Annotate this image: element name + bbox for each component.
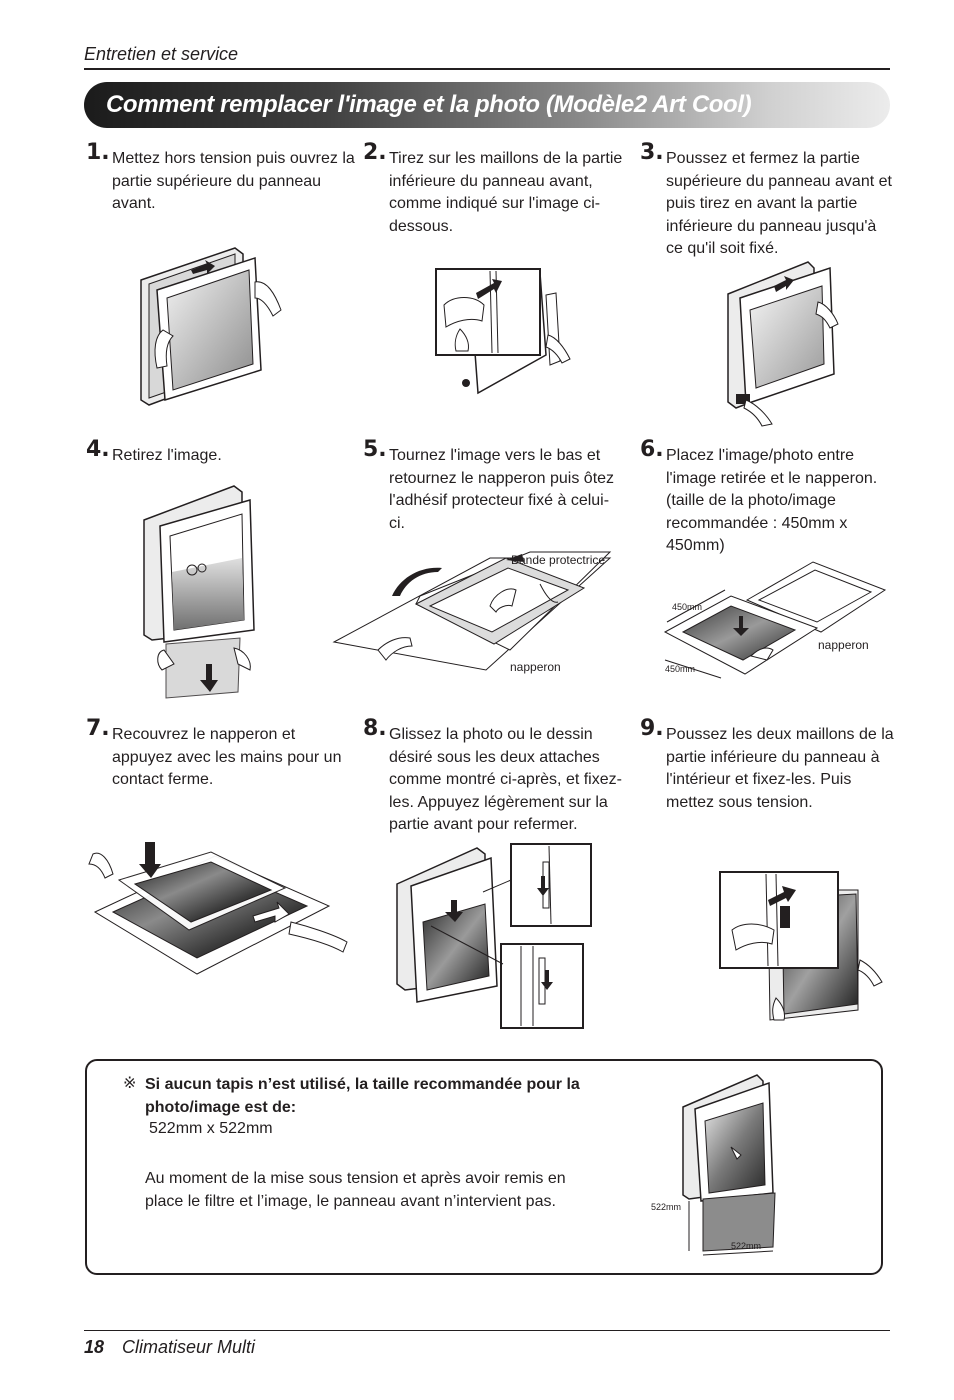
step-6: 6. Placez l'image/photo entre l'image re…	[640, 438, 886, 558]
step-text: Placez l'image/photo entre l'image retir…	[666, 447, 878, 554]
label-napperon-5: napperon	[510, 660, 561, 674]
step-number: 3.	[640, 140, 664, 165]
step-3: 3. Poussez et fermez la partie supérieur…	[640, 141, 892, 261]
step-2: 2. Tirez sur les maillons de la partie i…	[363, 141, 625, 238]
step-4-illustration	[143, 485, 255, 699]
step-2-illustration	[435, 268, 571, 395]
note-mark: ※	[123, 1075, 137, 1092]
step-number: 7.	[86, 716, 110, 741]
step-5: 5. Tournez l'image vers le bas et retour…	[363, 438, 625, 535]
title-bar: Comment remplacer l'image et la photo (M…	[84, 82, 890, 128]
section-title: Entretien et service	[84, 44, 239, 64]
footer-rule	[84, 1330, 890, 1331]
step-6-illustration	[663, 561, 887, 679]
label-450mm-top: 450mm	[672, 602, 703, 612]
step-number: 6.	[640, 437, 664, 462]
label-bande-protectrice: Bande protectrice	[511, 553, 606, 567]
step-text: Tirez sur les maillons de la partie infé…	[389, 150, 623, 235]
note-text: Au moment de la mise sous tension et apr…	[145, 1170, 566, 1210]
note-size: 522mm x 522mm	[149, 1120, 273, 1137]
step-text: Tournez l'image vers le bas et retournez…	[389, 447, 615, 532]
step-8: 8. Glissez la photo ou le dessin désiré …	[363, 717, 635, 837]
step-7: 7. Recouvrez le napperon et appuyez avec…	[86, 717, 356, 792]
step-text: Poussez les deux maillons de la partie i…	[666, 726, 894, 811]
page-number: 18	[84, 1337, 105, 1357]
note-heading: Si aucun tapis n’est utilisé, la taille …	[145, 1076, 580, 1116]
step-text: Glissez la photo ou le dessin désiré sou…	[389, 726, 622, 833]
step-text: Mettez hors tension puis ouvrez la parti…	[112, 150, 355, 212]
page-title: Comment remplacer l'image et la photo (M…	[106, 91, 752, 118]
step-1: 1. Mettez hors tension puis ouvrez la pa…	[86, 141, 356, 216]
footer-title: Climatiseur Multi	[122, 1337, 256, 1357]
header-rule	[84, 68, 890, 70]
label-522mm-bottom: 522mm	[731, 1241, 762, 1251]
step-number: 5.	[363, 437, 387, 462]
step-number: 9.	[640, 716, 664, 741]
label-450mm-bottom: 450mm	[665, 664, 696, 674]
step-number: 8.	[363, 716, 387, 741]
step-number: 2.	[363, 140, 387, 165]
note-box: ※ Si aucun tapis n’est utilisé, la taill…	[85, 1059, 883, 1275]
note-illustration	[682, 1074, 776, 1256]
step-8-illustration	[396, 843, 592, 1029]
step-9-illustration	[719, 871, 883, 1021]
step-number: 1.	[86, 140, 110, 165]
step-text: Recouvrez le napperon et appuyez avec le…	[112, 726, 342, 788]
step-text: Retirez l'image.	[112, 447, 222, 464]
step-9: 9. Poussez les deux maillons de la parti…	[640, 717, 896, 814]
step-3-illustration	[727, 261, 839, 427]
step-text: Poussez et fermez la partie supérieure d…	[666, 150, 892, 257]
step-4: 4. Retirez l'image.	[86, 438, 356, 468]
step-1-illustration	[140, 247, 282, 406]
label-522mm-left: 522mm	[651, 1202, 682, 1212]
step-5-illustration	[332, 551, 612, 671]
step-7-illustration	[88, 842, 348, 975]
label-napperon-6: napperon	[818, 638, 869, 652]
step-number: 4.	[86, 437, 110, 462]
